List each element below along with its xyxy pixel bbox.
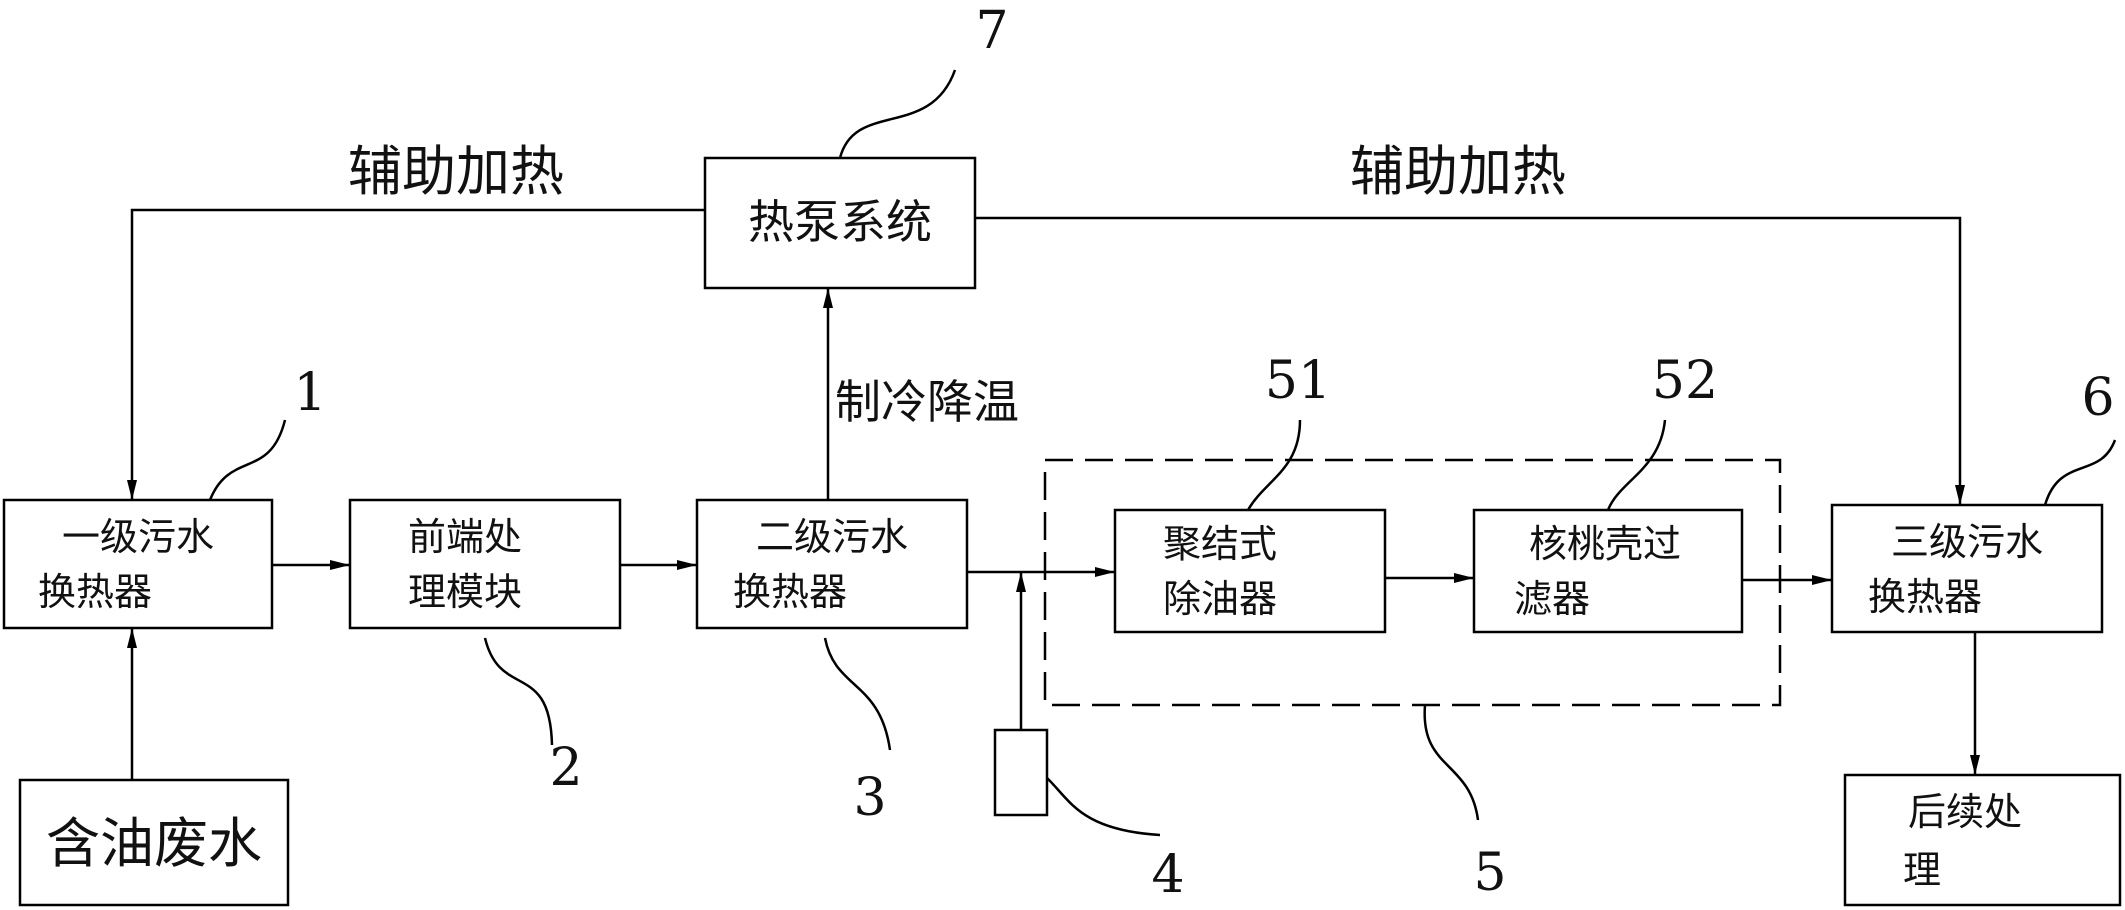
heat-pump-label: 热泵系统 [748, 195, 932, 249]
front-end-module-label-line2: 理模块 [408, 570, 522, 614]
walnut-shell-filter-box: 核桃壳过 滤器 [1472, 508, 1744, 634]
leader-6 [2043, 439, 2117, 506]
primary-heat-exchanger-label-line1: 一级污水 [62, 515, 214, 559]
tertiary-heat-exchanger-label-line2: 换热器 [1868, 575, 1982, 619]
secondary-heat-exchanger-label-line2: 换热器 [733, 570, 847, 614]
follow-up-treatment-box: 后续处 理 [1843, 773, 2122, 907]
ref-number-7: 7 [975, 1, 1008, 61]
secondary-heat-exchanger-label-line1: 二级污水 [756, 515, 908, 559]
heat-pump-box: 热泵系统 [703, 156, 977, 290]
ref-number-1: 1 [293, 363, 326, 423]
ref-number-4: 4 [1151, 845, 1184, 905]
dosing-device-box [993, 728, 1049, 817]
oily-wastewater-box: 含油废水 [18, 778, 290, 907]
ref-number-6: 6 [2081, 368, 2114, 428]
ref-number-5: 5 [1473, 843, 1506, 903]
leader-52 [1606, 419, 1667, 511]
aux-heat-line-left [127, 208, 705, 500]
ref-number-3: 3 [853, 768, 886, 828]
primary-heat-exchanger-label-line2: 换热器 [38, 570, 152, 614]
leader-5 [1423, 704, 1480, 821]
coalescing-oil-remover-label-line1: 聚结式 [1163, 522, 1277, 566]
ref-number-2: 2 [549, 738, 582, 798]
leader-2 [483, 637, 554, 746]
secondary-heat-exchanger-box: 二级污水 换热器 [695, 498, 969, 630]
leader-7 [838, 69, 957, 159]
coalescing-oil-remover-box: 聚结式 除油器 [1113, 508, 1387, 634]
leader-1 [208, 419, 287, 501]
cooling-label: 制冷降温 [835, 375, 1019, 429]
follow-up-treatment-label-line1: 后续处 [1908, 790, 2022, 834]
front-end-module-label-line1: 前端处 [408, 515, 522, 559]
tertiary-heat-exchanger-label-line1: 三级污水 [1891, 520, 2043, 564]
coalescing-oil-remover-label-line2: 除油器 [1163, 577, 1277, 621]
primary-heat-exchanger-box: 一级污水 换热器 [2, 498, 274, 630]
follow-up-treatment-label-line2: 理 [1903, 848, 1941, 892]
ref-number-52: 52 [1652, 351, 1718, 411]
aux-heat-line-right [975, 216, 1965, 505]
walnut-shell-filter-label-line2: 滤器 [1514, 577, 1590, 621]
oil-removal-unit-boundary [1043, 458, 1782, 707]
tertiary-heat-exchanger-box: 三级污水 换热器 [1830, 503, 2104, 634]
ref-number-51: 51 [1265, 351, 1331, 411]
aux-heat-label-left: 辅助加热 [348, 140, 564, 203]
oily-wastewater-label: 含油废水 [46, 812, 262, 875]
leader-51 [1246, 419, 1302, 511]
walnut-shell-filter-label-line1: 核桃壳过 [1529, 522, 1681, 566]
front-end-module-box: 前端处 理模块 [348, 498, 622, 630]
leader-3 [823, 637, 892, 751]
leader-4 [1046, 777, 1161, 837]
aux-heat-label-right: 辅助加热 [1350, 140, 1566, 203]
